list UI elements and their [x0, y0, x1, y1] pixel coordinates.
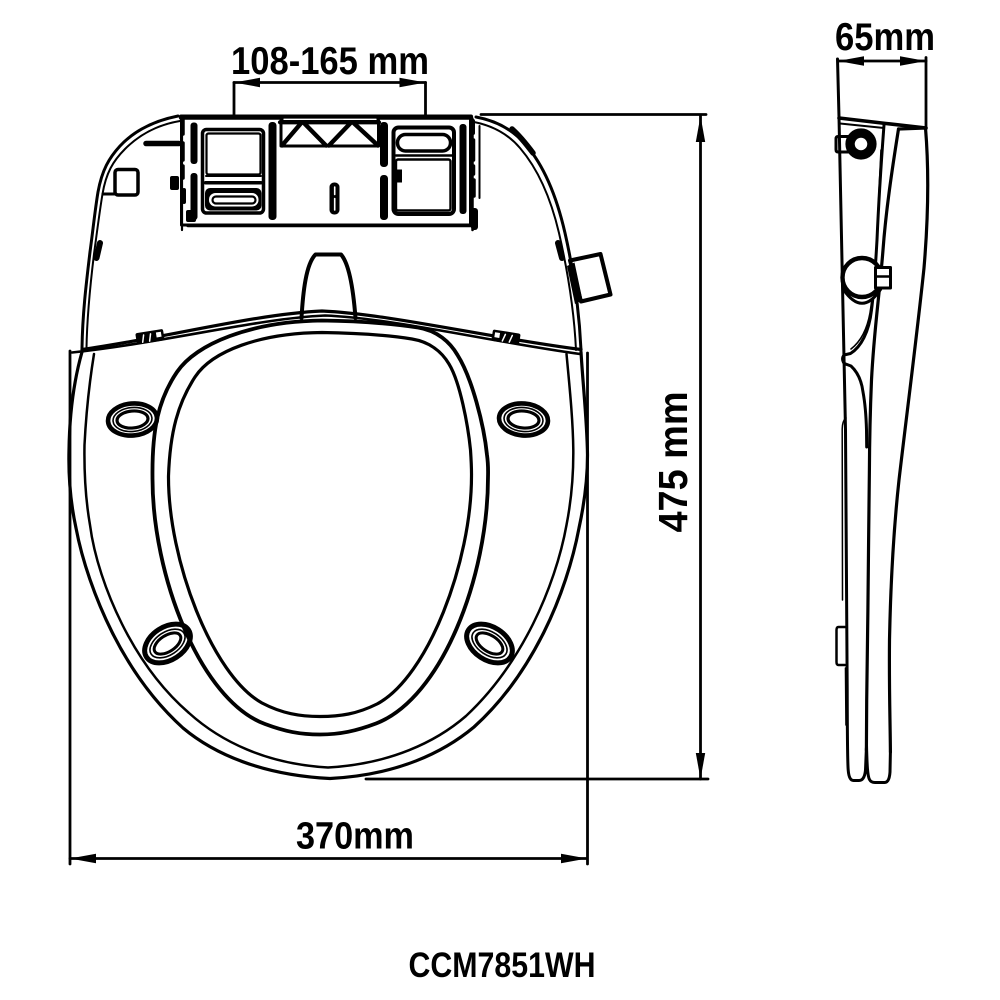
svg-text:108-165 mm: 108-165 mm	[231, 40, 429, 83]
svg-text:65mm: 65mm	[835, 16, 935, 59]
svg-text:475 mm: 475 mm	[650, 392, 696, 533]
svg-text:CCM7851WH: CCM7851WH	[409, 946, 596, 985]
svg-text:370mm: 370mm	[296, 816, 414, 858]
